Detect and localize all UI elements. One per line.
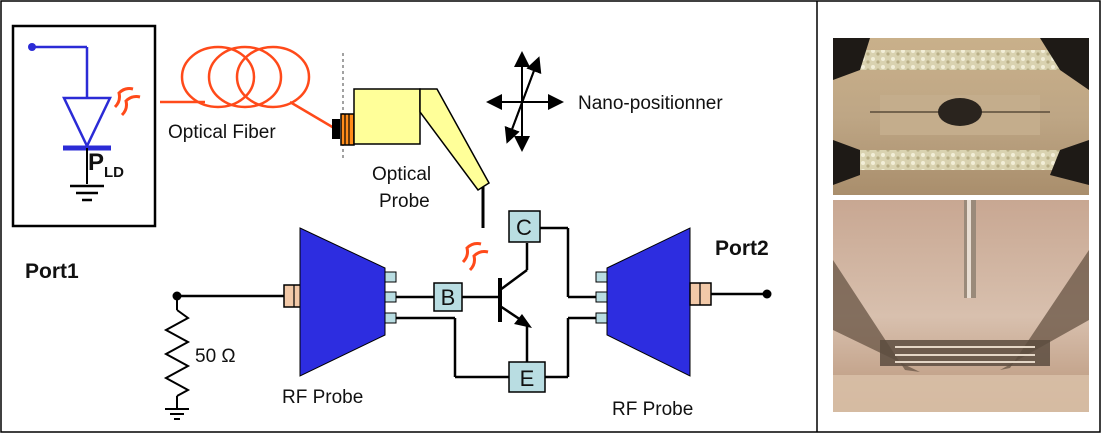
nano-positioner-label: Nano-positionner xyxy=(578,93,723,114)
port1-label: Port1 xyxy=(25,260,79,283)
resistor-icon xyxy=(166,310,188,396)
transistor xyxy=(396,228,596,377)
svg-text:E: E xyxy=(520,366,535,391)
fiber-connector xyxy=(332,53,354,158)
optical-probe-label-line2: Probe xyxy=(379,191,430,212)
nano-positioner-icon xyxy=(490,55,560,148)
optical-probe-label: Optical xyxy=(372,164,431,185)
resistor-ground-icon xyxy=(165,409,189,419)
microscope-bottom-photo xyxy=(833,200,1089,412)
resistor-label: 50 Ω xyxy=(195,346,236,367)
microscope-top-photo xyxy=(833,38,1089,195)
optical-fiber-label: Optical Fiber xyxy=(168,122,276,143)
terminal-e: E xyxy=(509,362,545,392)
rf-probe-left-label: RF Probe xyxy=(282,387,363,408)
svg-text:C: C xyxy=(516,215,532,240)
light-emission-icon xyxy=(115,89,140,116)
laser-diode-label: PLD xyxy=(88,149,124,181)
laser-diode-box: PLD xyxy=(13,26,155,226)
ground-icon xyxy=(70,186,104,200)
optical-fiber xyxy=(160,47,334,128)
terminal-b: B xyxy=(434,283,462,311)
svg-text:B: B xyxy=(441,285,456,310)
right-circuit: Port2 RF Probe xyxy=(596,228,772,420)
left-rf-probe xyxy=(300,228,385,376)
port2-label: Port2 xyxy=(715,237,769,260)
rf-probe-right-label: RF Probe xyxy=(612,399,693,420)
terminal-c: C xyxy=(509,211,540,242)
light-emission-icon-transistor xyxy=(463,244,488,271)
right-rf-probe xyxy=(607,228,690,376)
laser-diode-icon xyxy=(64,98,110,146)
left-circuit: 50 Ω RF Probe xyxy=(165,228,396,419)
port2-node xyxy=(763,290,772,299)
